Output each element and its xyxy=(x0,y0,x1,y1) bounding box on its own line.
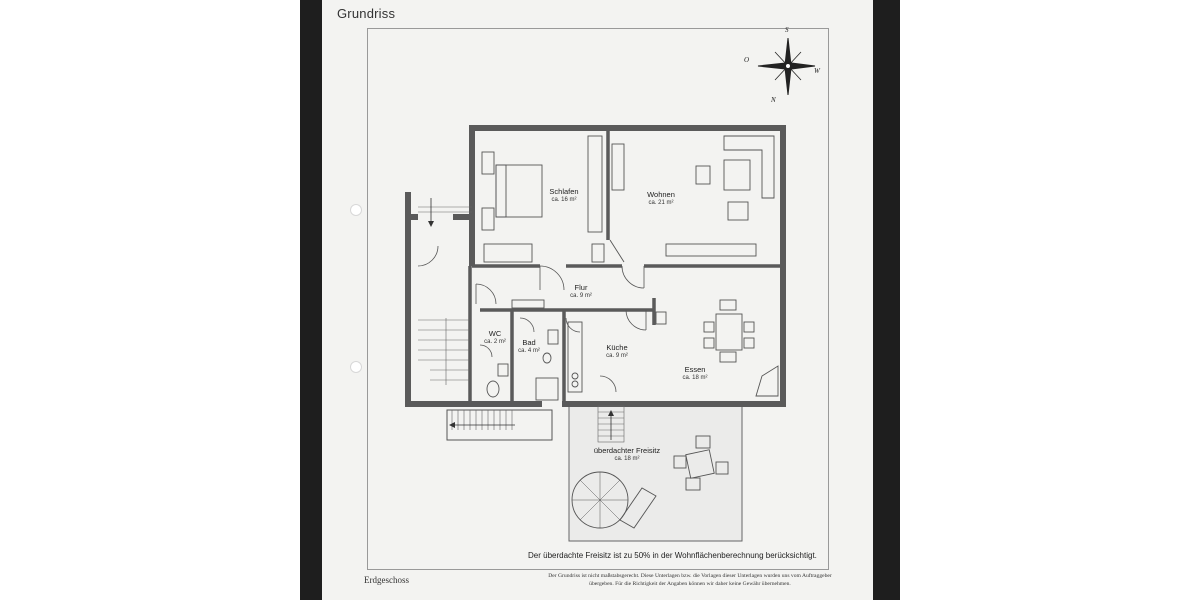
staircase xyxy=(418,206,472,385)
background-left xyxy=(300,0,322,600)
room-label-wc: WC ca. 2 m² xyxy=(484,329,506,346)
room-label-bad: Bad ca. 4 m² xyxy=(518,338,540,355)
compass-rose-icon xyxy=(757,37,816,96)
floor-name: Erdgeschoss xyxy=(364,575,409,585)
compass-north-label: N xyxy=(771,96,776,104)
punch-hole xyxy=(350,361,362,373)
bathroom-fixtures xyxy=(486,299,559,401)
area-note: Der überdachte Freisitz ist zu 50% in de… xyxy=(528,551,817,560)
room-area: ca. 9 m² xyxy=(570,292,592,299)
room-area: ca. 9 m² xyxy=(606,352,628,359)
room-label-wohnen: Wohnen ca. 21 m² xyxy=(647,190,675,207)
room-name: Essen xyxy=(684,365,706,374)
room-label-freisitz: überdachter Freisitz ca. 18 m² xyxy=(593,446,661,463)
disclaimer-text: Der Grundriss ist nicht maßstabsgerecht.… xyxy=(548,573,832,587)
room-area: ca. 4 m² xyxy=(518,347,540,354)
plan-frame xyxy=(367,28,829,570)
living-furniture xyxy=(609,135,775,263)
room-name: Schlafen xyxy=(549,187,579,196)
terrace-furniture xyxy=(571,435,729,529)
room-area: ca. 18 m² xyxy=(614,455,640,462)
room-area: ca. 16 m² xyxy=(551,196,577,203)
compass-west-label: W xyxy=(814,67,820,75)
page-title: Grundriss xyxy=(337,6,396,21)
room-name: Küche xyxy=(606,343,628,352)
room-label-flur: Flur ca. 9 m² xyxy=(570,283,592,300)
room-label-schlafen: Schlafen ca. 16 m² xyxy=(549,187,579,204)
room-name: Wohnen xyxy=(647,190,675,199)
room-area: ca. 18 m² xyxy=(682,374,708,381)
step-lines xyxy=(451,410,513,430)
bedroom-furniture xyxy=(481,135,605,263)
room-area: ca. 21 m² xyxy=(648,199,674,206)
background-right xyxy=(873,0,900,600)
room-name: Flur xyxy=(574,283,588,292)
room-label-kueche: Küche ca. 9 m² xyxy=(606,343,628,360)
room-area: ca. 2 m² xyxy=(484,338,506,345)
room-name: WC xyxy=(488,329,502,338)
compass-east-label: O xyxy=(744,56,750,64)
room-name: überdachter Freisitz xyxy=(593,446,661,455)
compass-south-label: S xyxy=(785,26,789,34)
room-name: Bad xyxy=(522,338,536,347)
room-label-essen: Essen ca. 18 m² xyxy=(682,365,708,382)
inner-walls xyxy=(468,130,783,404)
outer-walls xyxy=(405,125,786,407)
punch-hole xyxy=(350,204,362,216)
entrance-steps xyxy=(446,409,553,441)
door-swings xyxy=(417,245,647,393)
kitchen-dining-furniture xyxy=(567,299,779,397)
